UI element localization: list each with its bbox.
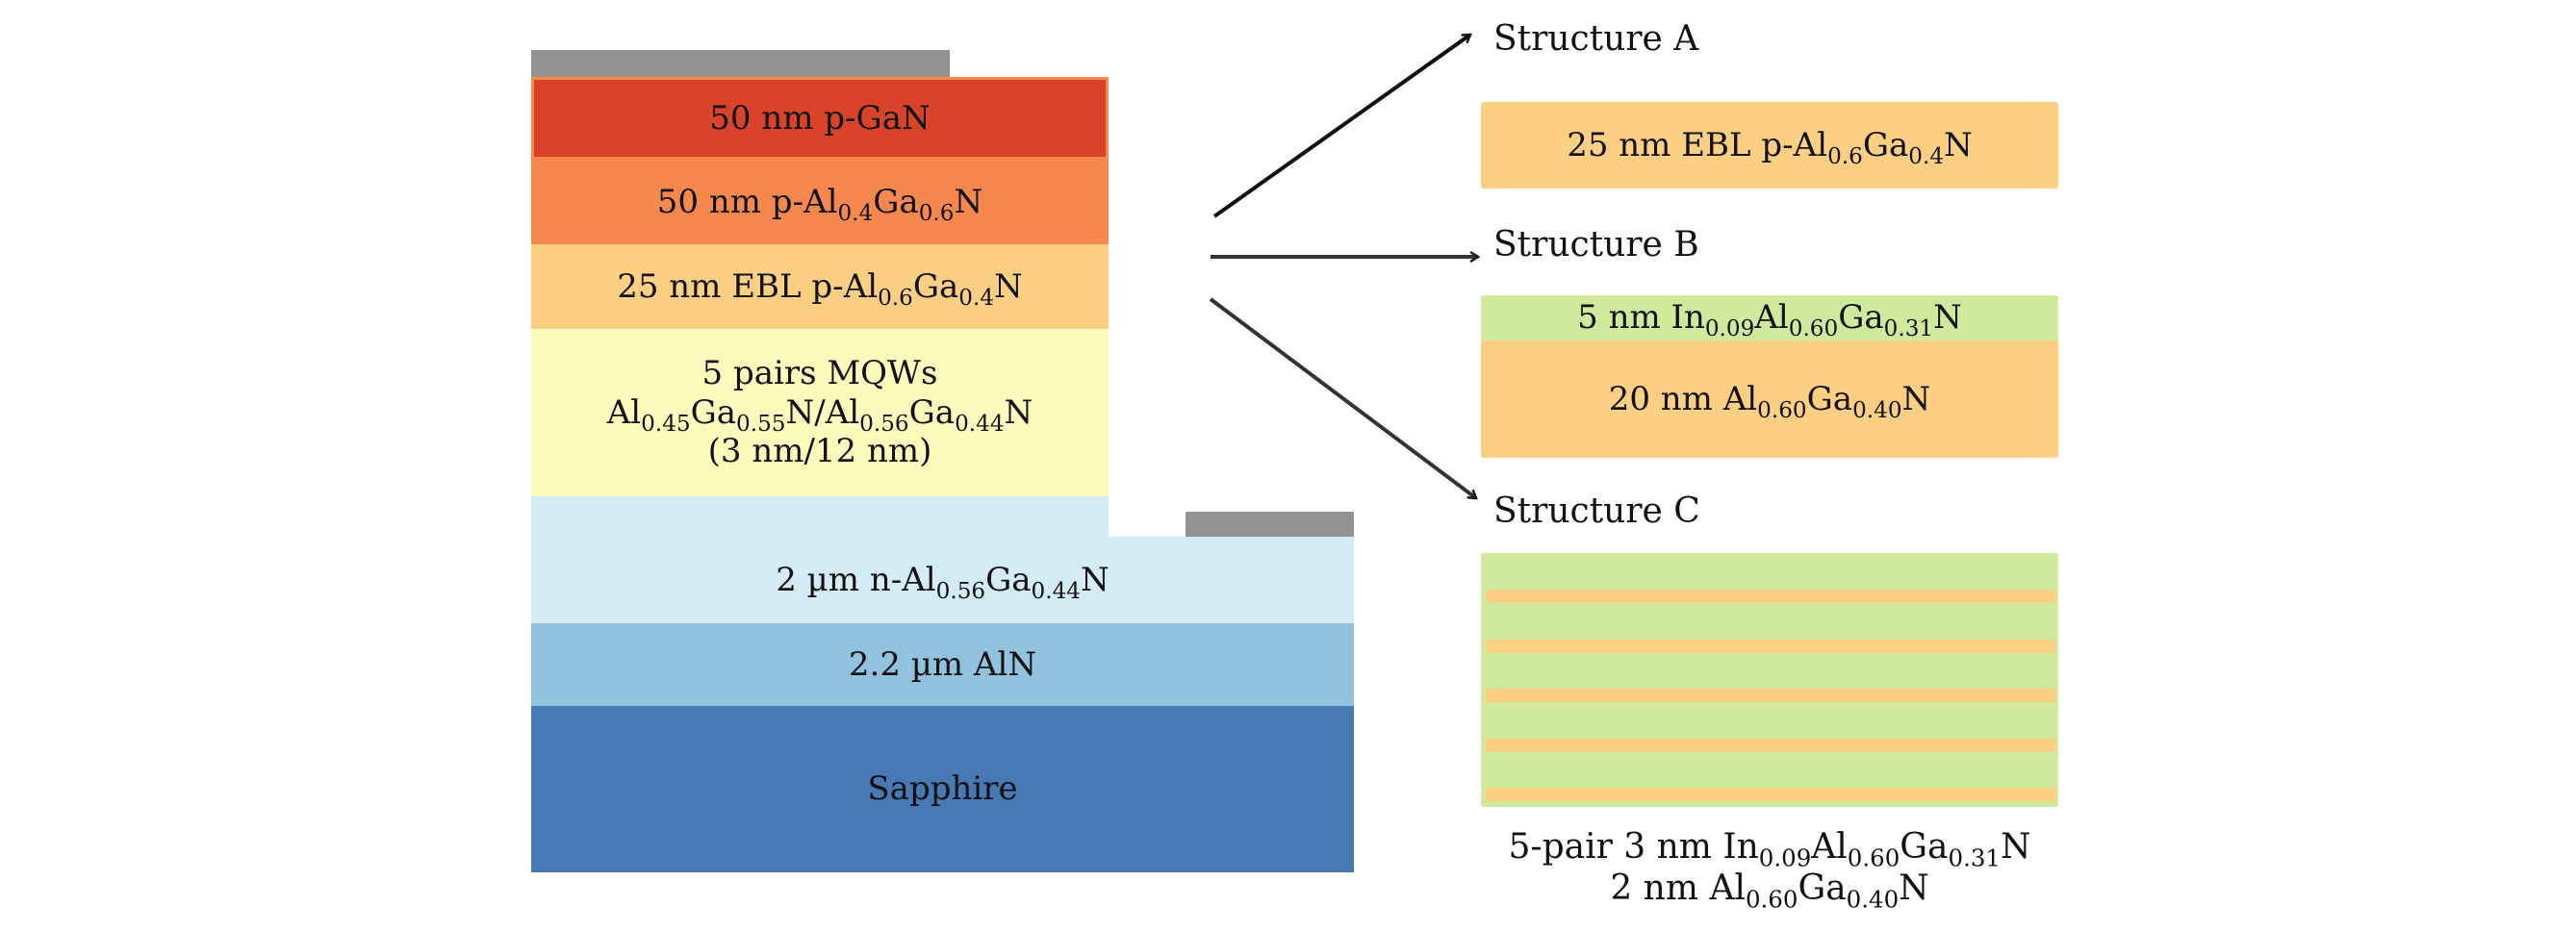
superlattice-barrier-stripe <box>1486 590 2055 603</box>
layer-p-algan: 50 nm p-Al0.4Ga0.6N <box>531 160 1109 244</box>
formula-text: 25 nm EBL p-Al0.6Ga0.4N <box>1567 125 1973 169</box>
structure-b-ingan-layer: 5 nm In0.09Al0.60Ga0.31N <box>1481 295 2058 340</box>
superlattice-barrier-stripe <box>1486 639 2055 653</box>
formula-text: 2 µm n-Al0.56Ga0.44N <box>776 560 1109 604</box>
layer-n-algan: 2 µm n-Al0.56Ga0.44N <box>531 537 1354 623</box>
layer-ebl: 25 nm EBL p-Al0.6Ga0.4N <box>531 244 1109 329</box>
formula-text: 2.2 µm AlN <box>848 644 1037 684</box>
formula-text: 50 nm p-GaN <box>709 98 931 138</box>
arrow-to-structure-c <box>1209 297 1476 500</box>
formula-text: 5 pairs MQWs <box>701 353 938 392</box>
formula-text: 25 nm EBL p-Al0.6Ga0.4N <box>617 266 1023 311</box>
structure-c-title: Structure C <box>1493 491 1700 531</box>
layer-n-algan-mesa-top <box>531 496 1109 539</box>
formula-text: 5 nm In0.09Al0.60Ga0.31N <box>1577 298 1962 342</box>
structure-a-ebl: 25 nm EBL p-Al0.6Ga0.4N <box>1481 102 2058 189</box>
superlattice-barrier-stripe <box>1486 788 2055 801</box>
formula-text: (3 nm/12 nm) <box>707 432 932 471</box>
layer-aln: 2.2 µm AlN <box>531 623 1354 706</box>
formula-text: 20 nm Al0.60Ga0.40N <box>1608 379 1931 423</box>
structure-a-title: Structure A <box>1493 19 1699 59</box>
p-contact <box>531 50 950 77</box>
superlattice-barrier-stripe <box>1486 689 2055 702</box>
structure-b-title: Structure B <box>1493 225 1699 264</box>
n-contact <box>1186 512 1354 538</box>
formula-text: 50 nm p-Al0.4Ga0.6N <box>656 182 983 226</box>
arrow-to-structure-a <box>1212 33 1470 218</box>
formula-text: 2 nm Al0.60Ga0.40N <box>1610 869 1929 914</box>
formula-text: 5-pair 3 nm In0.09Al0.60Ga0.31N <box>1508 826 2031 872</box>
structure-c-superlattice <box>1481 553 2058 807</box>
layer-p-gan: 50 nm p-GaN <box>531 77 1109 160</box>
formula-text: Sapphire <box>867 769 1018 809</box>
formula-text: Al0.45Ga0.55N/Al0.56Ga0.44N <box>606 392 1033 437</box>
superlattice-barrier-stripe <box>1486 738 2055 752</box>
structure-b-algan-layer: 20 nm Al0.60Ga0.40N <box>1481 340 2058 458</box>
layer-sapphire: Sapphire <box>531 706 1354 872</box>
